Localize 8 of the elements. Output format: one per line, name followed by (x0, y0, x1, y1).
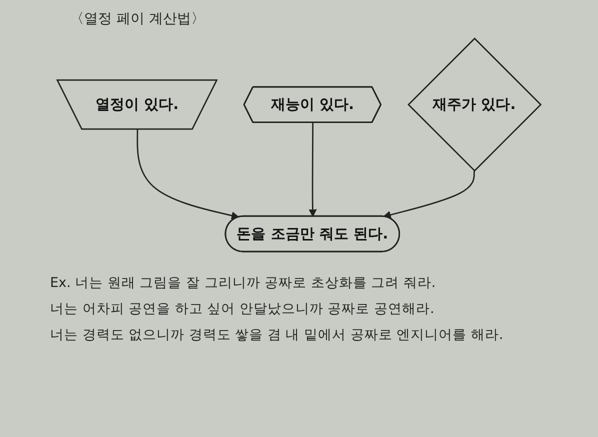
arrow (136, 130, 240, 220)
example-text: Ex. 너는 원래 그림을 잘 그리니까 공짜로 초상화를 그려 줘라. (50, 274, 436, 293)
title: 〈열정 페이 계산법〉 (70, 10, 205, 28)
arrow (308, 122, 317, 217)
example-text: 너는 경력도 없으니까 경력도 쌓을 겸 내 밑에서 공짜로 엔지니어를 해라. (50, 326, 504, 345)
example-text: 너는 어차피 공연을 하고 싶어 안달났으니까 공짜로 공연해라. (50, 300, 434, 319)
arrow (383, 170, 475, 219)
node-diamond: 재주가 있다. (408, 38, 542, 172)
